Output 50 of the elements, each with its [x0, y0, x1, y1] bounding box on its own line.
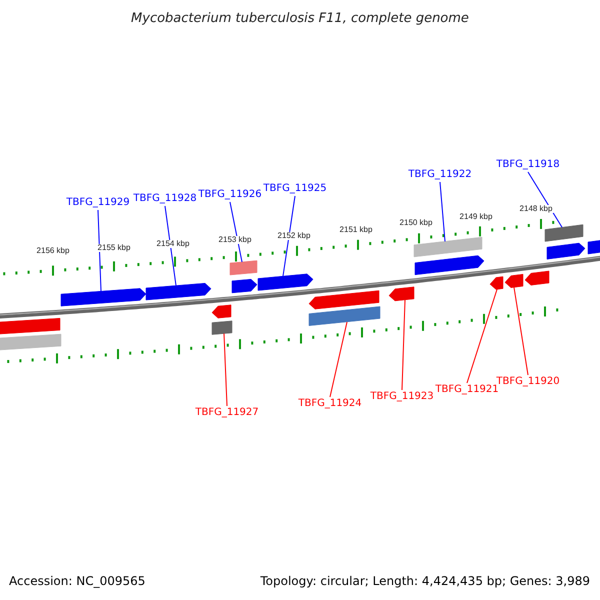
gene-label: TBFG_11922 — [408, 170, 472, 180]
leader-line — [164, 206, 176, 286]
gene-block — [546, 242, 586, 260]
scale-label: 2152 kbp — [276, 232, 312, 240]
scale-label: 2148 kbp — [518, 205, 554, 213]
gene-block — [388, 286, 414, 302]
gene-block — [232, 278, 258, 294]
feature-bar — [0, 334, 62, 350]
gene-label: TBFG_11925 — [263, 184, 327, 194]
leader-line — [402, 299, 406, 390]
gene-block — [504, 274, 524, 288]
gene-label: TBFG_11926 — [198, 190, 262, 200]
genome-summary-text: Topology: circular; Length: 4,424,435 bp; Genes: 3,989 — [260, 575, 590, 587]
gene-block — [212, 304, 232, 318]
leader-line — [230, 202, 242, 262]
gene-label: TBFG_11924 — [298, 399, 362, 409]
gene-label: TBFG_11928 — [133, 194, 197, 204]
diagram-title: Mycobacterium tuberculosis F11, complete genome — [130, 11, 470, 26]
gene-label: TBFG_11920 — [496, 377, 560, 387]
leader-line — [282, 196, 296, 277]
gene-block — [308, 290, 380, 310]
gene-label: TBFG_11918 — [496, 160, 560, 170]
gene-block — [60, 288, 146, 306]
gene-label: TBFG_11927 — [195, 408, 259, 418]
leader-line — [528, 172, 562, 228]
feature-bar — [544, 224, 584, 242]
feature-bar — [588, 240, 600, 254]
gene-label: TBFG_11921 — [435, 385, 499, 395]
gene-label: TBFG_11929 — [66, 198, 130, 208]
leader-line — [98, 210, 102, 292]
scale-label: 2150 kbp — [398, 219, 434, 227]
scale-label: 2154 kbp — [156, 240, 190, 248]
gene-label: TBFG_11923 — [370, 392, 434, 402]
feature-bar — [308, 306, 380, 326]
leader-line — [330, 322, 348, 398]
leader-line — [224, 333, 228, 406]
scale-label: 2156 kbp — [36, 247, 70, 255]
leader-line — [514, 286, 528, 376]
feature-bar — [212, 320, 232, 335]
gene-block — [414, 255, 484, 276]
scale-label: 2155 kbp — [96, 244, 132, 252]
accession-text: Accession: NC_009565 — [9, 575, 146, 587]
scale-label: 2149 kbp — [458, 213, 494, 221]
gene-block — [490, 276, 504, 290]
scale-label: 2153 kbp — [218, 236, 252, 244]
leader-line — [466, 288, 498, 384]
feature-bar — [230, 260, 258, 276]
scale-label: 2151 kbp — [338, 226, 374, 234]
gene-block — [524, 270, 550, 286]
gene-block — [146, 282, 212, 300]
